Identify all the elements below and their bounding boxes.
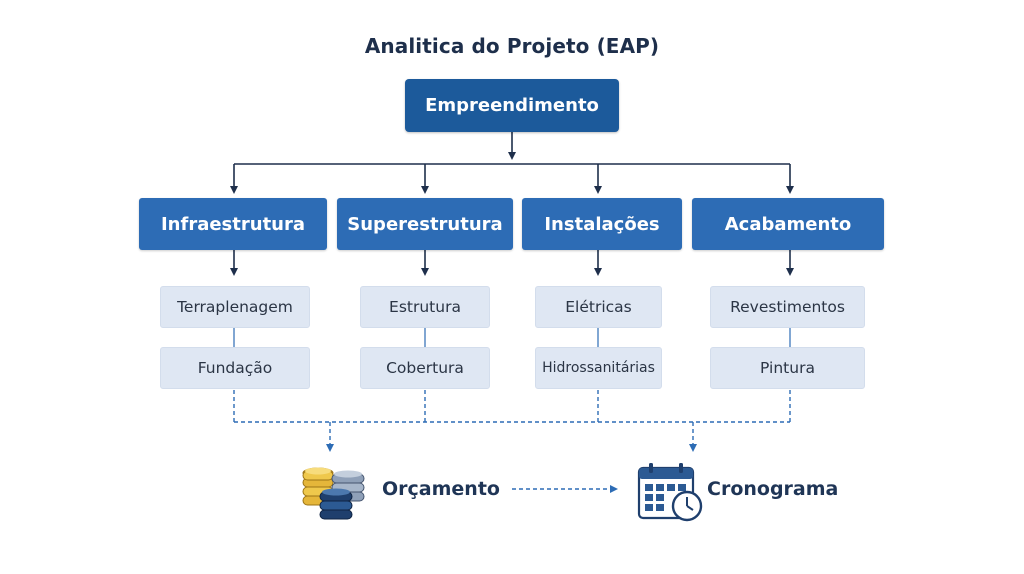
subitem-label: Hidrossanitárias	[542, 360, 655, 376]
subitem-cobertura: Cobertura	[360, 347, 490, 389]
root-label: Empreendimento	[425, 95, 599, 116]
subitem-label: Terraplenagem	[177, 298, 293, 316]
schedule-label: Cronograma	[707, 478, 839, 500]
subitem-eletricas: Elétricas	[535, 286, 662, 328]
category-label: Instalações	[544, 213, 660, 235]
subitem-label: Estrutura	[389, 298, 461, 316]
root-node: Empreendimento	[405, 79, 619, 132]
subitem-label: Cobertura	[386, 359, 464, 377]
subitem-estrutura: Estrutura	[360, 286, 490, 328]
subitem-fundacao: Fundação	[160, 347, 310, 389]
subitem-revestimentos: Revestimentos	[710, 286, 865, 328]
subitem-terraplenagem: Terraplenagem	[160, 286, 310, 328]
category-instalacoes: Instalações	[522, 198, 682, 250]
category-label: Acabamento	[724, 213, 852, 235]
category-label: Infraestrutura	[160, 213, 306, 235]
subitem-hidrossanitarias: Hidrossanitárias	[535, 347, 662, 389]
subitem-pintura: Pintura	[710, 347, 865, 389]
subitem-label: Fundação	[197, 359, 273, 377]
budget-label: Orçamento	[382, 478, 500, 500]
subitem-label: Pintura	[760, 359, 815, 377]
category-infraestrutura: Infraestrutura	[139, 198, 327, 250]
category-superestrutura: Superestrutura	[337, 198, 513, 250]
subitem-label: Revestimentos	[730, 298, 845, 316]
coins-stack-icon	[302, 467, 365, 520]
category-label: Superestrutura	[347, 213, 503, 235]
diagram-title: Analitica do Projeto (EAP)	[364, 34, 660, 58]
subitem-label: Elétricas	[565, 298, 632, 316]
category-acabamento: Acabamento	[692, 198, 884, 250]
calendar-clock-icon	[637, 463, 703, 522]
